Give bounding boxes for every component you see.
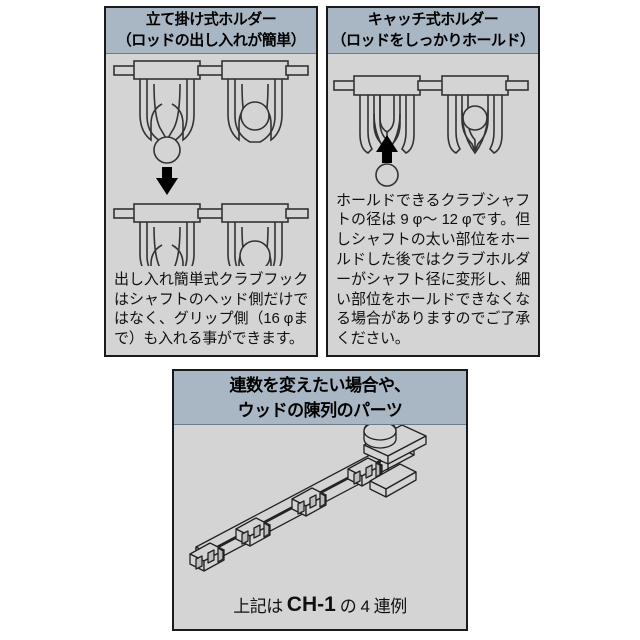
shaft-ball-top [153,136,181,164]
rail-assembly-svg [189,425,427,572]
shaft-ball-held-bottom [239,240,271,266]
catch-shaft-held [462,104,488,131]
panel-standup-header: 立て掛け式ホルダー （ロッドの出し入れが簡単） [106,8,316,54]
catch-shaft-loose [375,162,399,187]
hook-open-left-bottom [139,221,195,266]
panel-rail-header-line-2: ウッドの陳列のパーツ [237,400,403,420]
caption-suffix: の 4 連例 [339,597,407,616]
catch-holder-svg [333,74,529,187]
stand-up-holder-diagram [106,53,316,266]
panel-catch-header-line-2: （ロッドをしっかりホールド） [331,32,535,50]
rail-clip-3 [291,487,327,517]
caption-model: CH-1 [286,592,336,616]
panel-rail-header: 連数を変えたい場合や、 ウッドの陳列のパーツ [174,371,466,425]
panel-catch-holder: キャッチ式ホルダー （ロッドをしっかりホールド） [326,6,540,357]
panel-standup-header-line-2: （ロッドの出し入れが簡単） [116,32,306,50]
catch-insert-arrow [376,134,398,163]
panel-rail-parts: 連数を変えたい場合や、 ウッドの陳列のパーツ [172,369,468,631]
rail-bar-top [113,60,309,80]
shaft-ball-held-top [240,101,270,131]
panel-standup-holder: 立て掛け式ホルダー （ロッドの出し入れが簡単） [104,6,318,357]
rail-bracket-plate [369,463,417,498]
catch-holder-diagram [328,53,538,187]
rail-bar-bottom [113,203,309,223]
caption-prefix: 上記は [233,597,283,616]
stand-up-holder-svg [113,60,309,266]
catch-rail-bar [333,74,529,96]
panel-standup-body: 出し入れ簡単式クラブフックはシャフトのヘッド側だけではなく、グリップ側（16 φ… [114,270,308,348]
rail-clip-2 [235,517,271,547]
insert-arrow-top [156,166,178,195]
panel-catch-header: キャッチ式ホルダー （ロッドをしっかりホールド） [328,8,538,54]
panel-rail-caption: 上記は CH-1 の 4 連例 [174,580,466,629]
panel-rail-header-line-1: 連数を変えたい場合や、 [229,375,412,395]
rail-clip-1 [189,542,225,572]
panel-catch-header-line-1: キャッチ式ホルダー [367,11,499,29]
hook-open-left [139,78,195,143]
rail-knob [363,425,397,449]
rail-assembly-diagram [174,425,466,580]
panel-catch-body: ホールドできるクラブシャフトの径は 9 φ〜 12 φです。但しシャフトの太い部… [336,191,530,348]
panel-standup-header-line-1: 立て掛け式ホルダー [145,11,277,29]
